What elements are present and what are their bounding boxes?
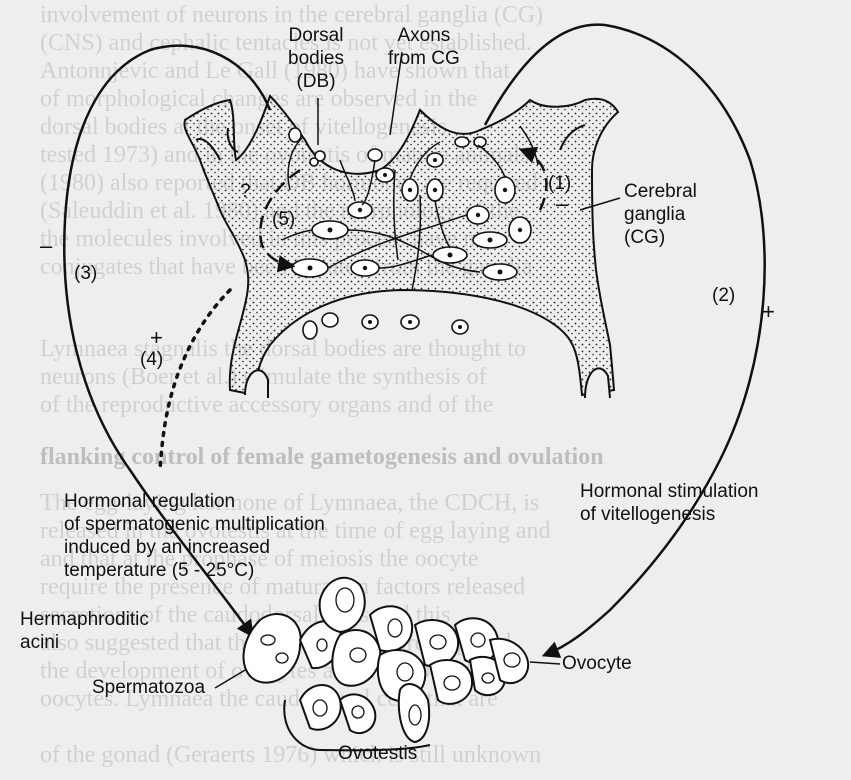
hermaphroditic-acini-line: acini — [20, 631, 149, 654]
spermatozoa-label: Spermatozoa — [92, 676, 205, 699]
dorsal-bodies-line: bodies — [288, 47, 344, 70]
axons-line: from CG — [388, 47, 460, 70]
question-mark-label: ? — [240, 180, 251, 203]
hormonal-regulation-line: of spermatogenic multiplication — [64, 513, 325, 536]
path-4-label: (4) — [140, 348, 163, 371]
sign-4-label: + — [150, 326, 163, 349]
hermaphroditic-acini-label: Hermaphroditic acini — [20, 608, 149, 654]
cerebral-ganglia-line: ganglia — [624, 203, 697, 226]
cerebral-ganglia-label: Cerebral ganglia (CG) — [624, 180, 697, 249]
hormonal-stimulation-line: of vitellogenesis — [580, 503, 758, 526]
path-5-label: (5) — [272, 208, 295, 231]
sign-3-label: – — [40, 234, 52, 257]
hormonal-stimulation-line: Hormonal stimulation — [580, 480, 758, 503]
ovotestis-label: Ovotestis — [338, 742, 417, 765]
dorsal-bodies-line: Dorsal — [288, 24, 344, 47]
hermaphroditic-acini-line: Hermaphroditic — [20, 608, 149, 631]
dorsal-bodies-label: Dorsal bodies (DB) — [288, 24, 344, 93]
ovocyte-label: Ovocyte — [562, 652, 632, 675]
hormonal-regulation-line: Hormonal regulation — [64, 490, 325, 513]
hormonal-regulation-label: Hormonal regulation of spermatogenic mul… — [64, 490, 325, 582]
path-3-label: (3) — [74, 262, 97, 285]
dorsal-bodies-line: (DB) — [288, 70, 344, 93]
hormonal-regulation-line: induced by an increased — [64, 536, 325, 559]
hormonal-regulation-line: temperature (5 - 25°C) — [64, 559, 325, 582]
path-2-label: (2) — [712, 284, 735, 307]
axons-line: Axons — [388, 24, 460, 47]
sign-2-label: + — [762, 300, 775, 323]
axons-label: Axons from CG — [388, 24, 460, 70]
sign-1-label: – — [556, 192, 568, 215]
cerebral-ganglia-line: Cerebral — [624, 180, 697, 203]
hormonal-stimulation-label: Hormonal stimulation of vitellogenesis — [580, 480, 758, 526]
cerebral-ganglia-line: (CG) — [624, 226, 697, 249]
